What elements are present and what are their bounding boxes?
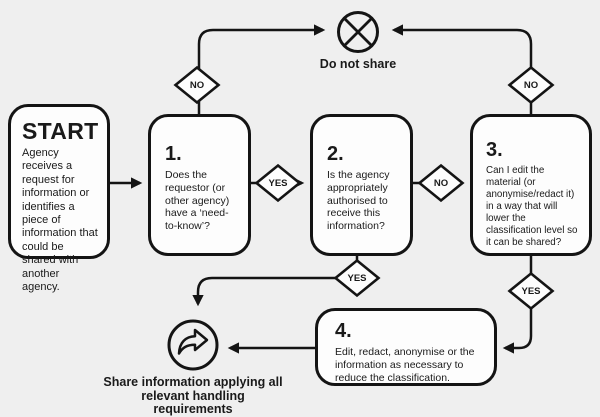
diamond-shape [507, 65, 555, 105]
step4-node: 4. Edit, redact, anonymise or the inform… [315, 308, 497, 386]
start-title: START [22, 118, 99, 144]
decision-label: NO [523, 79, 539, 91]
wire-step1-no-to-do-not-share [197, 24, 326, 114]
step2-number: 2. [327, 143, 344, 165]
decision-label: YES [521, 285, 541, 297]
decision-no-above-step1: NO [173, 65, 221, 105]
step2-node: 2. Is the agency appropriately authorise… [310, 114, 413, 256]
diamond-shape [507, 271, 555, 311]
decision-yes-step1-to-step2: YES [254, 163, 302, 203]
wire-step2-yes-to-share [192, 255, 359, 307]
share-label: Share information applying all relevant … [103, 375, 283, 416]
step4-action: Edit, redact, anonymise or the informati… [335, 346, 475, 384]
step3-number: 3. [486, 139, 503, 161]
decision-no-step2-to-step3: NO [417, 163, 465, 203]
decision-yes-below-step3: YES [507, 271, 555, 311]
start-node: START Agency receives a request for info… [8, 104, 110, 293]
decision-label: NO [433, 177, 449, 189]
step1-node: 1. Does the requestor (or other agency) … [148, 114, 251, 256]
decision-label: NO [189, 79, 205, 91]
decision-yes-below-step2: YES [333, 258, 381, 298]
step3-node: 3. Can I edit the material (or anonymise… [470, 114, 592, 256]
step3-question: Can I edit the material (or anonymise/re… [486, 165, 578, 248]
do-not-share-label: Do not share [319, 57, 397, 71]
wire-step3-yes-to-step4 [502, 255, 533, 354]
step2-question: Is the agency appropriately authorised t… [327, 169, 390, 233]
diamond-shape [173, 65, 221, 105]
decision-label: YES [347, 272, 367, 284]
circle-share-arrow-icon [166, 318, 220, 372]
decision-label: YES [268, 177, 288, 189]
wire-step3-no-to-do-not-share [391, 24, 533, 114]
step1-question: Does the requestor (or other agency) hav… [165, 169, 230, 233]
step4-number: 4. [335, 320, 352, 342]
diamond-shape [417, 163, 465, 203]
circle-x-icon [336, 10, 380, 54]
diamond-shape [254, 163, 302, 203]
step1-number: 1. [165, 143, 182, 165]
diamond-shape [333, 258, 381, 298]
decision-no-above-step3: NO [507, 65, 555, 105]
start-description: Agency receives a request for informatio… [22, 147, 98, 294]
